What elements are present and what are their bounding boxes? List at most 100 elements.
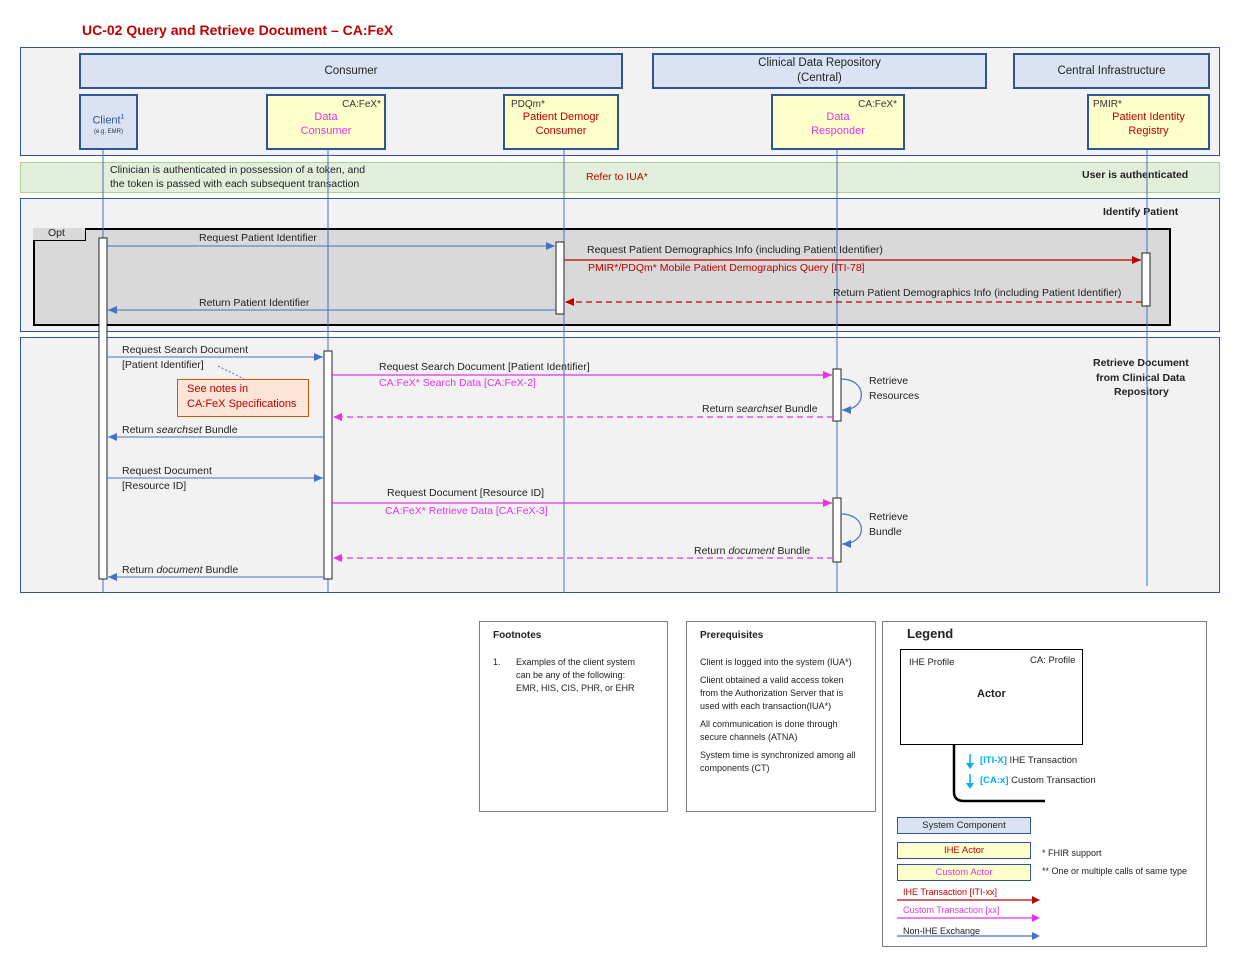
spec-note-line2: CA:FeX Specifications	[187, 398, 297, 410]
msg-request-search-document: Request Search Document	[122, 344, 249, 356]
legend-ihe-tx-label: IHE Transaction	[1006, 755, 1078, 766]
actor-client-sub: (e.g. EMR)	[93, 128, 123, 135]
footnotes-title: Footnotes	[493, 630, 542, 641]
prereq-3a: All communication is done through	[700, 719, 838, 729]
self-arrow-retrieve-bundle	[840, 513, 862, 548]
actor-data-responder: CA:FeX* Data Responder	[771, 94, 905, 150]
self-label-retrieve-bundle-1: Retrieve	[869, 511, 909, 523]
opt-tab: Opt	[33, 227, 86, 241]
prerequisites-box	[686, 621, 876, 812]
system-central-infrastructure: Central Infrastructure	[1013, 53, 1210, 89]
activation-client	[98, 237, 108, 580]
actor-patient-identity-registry: PMIR* Patient Identity Registry	[1087, 94, 1210, 150]
prereq-4a: System time is synchronized among all	[700, 750, 856, 760]
msg-search-document-responder: Request Search Document [Patient Identif…	[379, 361, 590, 373]
msg-cafex-3: CA:FeX* Retrieve Data [CA:FeX-3]	[385, 505, 548, 517]
msg-request-document-param: [Resource ID]	[122, 480, 187, 492]
footnote-number: 1.	[493, 657, 501, 667]
msg-return-document-responder-pre: Return	[694, 545, 729, 557]
actor-data-responder-line1: Data	[826, 111, 850, 123]
activation-responder-2	[832, 497, 842, 563]
msg-request-patient-identifier: Request Patient Identifier	[199, 232, 317, 244]
prerequisites-title: Prerequisites	[700, 630, 764, 641]
msg-return-document-client-pre: Return	[122, 564, 157, 576]
footnotes-box	[479, 621, 668, 812]
system-consumer: Consumer	[79, 53, 623, 89]
activation-data-consumer	[323, 350, 333, 580]
msg-return-searchset-client-pre: Return	[122, 424, 157, 436]
opt-label: Opt	[48, 227, 65, 239]
actor-data-consumer-line1: Data	[314, 111, 338, 123]
identify-title: Identify Patient	[1103, 206, 1179, 218]
msg-request-document-responder: Request Document [Resource ID]	[387, 487, 544, 499]
legend-arrows	[897, 896, 1040, 940]
spec-note	[177, 379, 309, 417]
legend-actor: Actor	[977, 688, 1006, 700]
legend-system-component: System Component	[897, 817, 1031, 834]
actor-data-responder-line2: Responder	[811, 125, 865, 137]
actor-pmir-line2: Registry	[1128, 125, 1169, 137]
msg-request-search-document-param: [Patient Identifier]	[122, 359, 204, 371]
sequence-diagram-svg	[98, 150, 1151, 593]
legend-non-ihe: Non-IHE Exchange	[903, 926, 981, 936]
prereq-1: Client is logged into the system (IUA*)	[700, 657, 852, 667]
legend-custom-tx-code: [CA:x]	[980, 775, 1009, 786]
retrieve-title-2: from Clinical Data	[1096, 372, 1186, 384]
msg-return-document-responder-post: Bundle	[774, 545, 811, 557]
legend-title: Legend	[907, 626, 954, 641]
actor-pmir-tag: PMIR*	[1093, 99, 1122, 110]
actor-client-sup: 1	[120, 114, 125, 121]
actor-data-consumer: CA:FeX* Data Consumer	[266, 94, 386, 150]
activation-pmir	[1141, 252, 1151, 307]
page-title: UC-02 Query and Retrieve Document – CA:F…	[82, 22, 394, 38]
msg-return-document-responder: Return document Bundle	[694, 545, 810, 558]
msg-return-document-client-em: document	[156, 564, 203, 576]
retrieve-title-3: Repository	[1114, 386, 1169, 398]
auth-text-2: the token is passed with each subsequent…	[110, 178, 360, 190]
footnote-line-2: can be any of the following:	[516, 670, 626, 680]
actor-data-consumer-tag: CA:FeX*	[342, 99, 381, 110]
self-arrow-retrieve-resources	[840, 378, 862, 414]
activation-responder-1	[832, 368, 842, 422]
legend-ihe-profile: IHE Profile	[909, 657, 955, 668]
self-label-retrieve-resources-2: Resources	[869, 390, 920, 402]
footnote-line-1: Examples of the client system	[516, 657, 636, 667]
actor-client: Client1 (e.g. EMR)	[79, 94, 138, 150]
footnote-line-3: EMR, HIS, CIS, PHR, or EHR	[516, 683, 635, 693]
msg-iti-78: PMIR*/PDQm* Mobile Patient Demographics …	[588, 262, 865, 274]
self-label-retrieve-bundle-2: Bundle	[869, 526, 902, 538]
actor-client-name: Client	[92, 114, 121, 127]
msg-return-demographics: Return Patient Demographics Info (includ…	[833, 287, 1122, 299]
msg-cafex-2: CA:FeX* Search Data [CA:FeX-2]	[379, 377, 536, 389]
msg-return-document-client-post: Bundle	[202, 564, 239, 576]
legend-custom-tx: [CA:x] Custom Transaction	[980, 774, 1096, 787]
msg-return-searchset-client-post: Bundle	[201, 424, 238, 436]
legend-multi-note: ** One or multiple calls of same type	[1042, 866, 1188, 876]
legend-ihe-actor-label: IHE Actor	[943, 845, 985, 856]
actor-pdqm-line1: Patient Demogr	[522, 111, 600, 123]
note-connector	[217, 365, 245, 380]
system-cdr-label-1: Clinical Data Repository	[758, 57, 881, 69]
legend-fhir-note: * FHIR support	[1042, 848, 1102, 858]
actor-data-consumer-line2: Consumer	[300, 125, 352, 137]
msg-return-patient-identifier: Return Patient Identifier	[199, 297, 310, 309]
msg-return-searchset-client: Return searchset Bundle	[122, 424, 238, 437]
legend-custom-actor: Custom Actor	[897, 864, 1031, 881]
legend-custom-tx-label: Custom Transaction	[1008, 775, 1096, 786]
legend-ihe-actor: IHE Actor	[897, 842, 1031, 859]
legend-actor-box	[900, 649, 1083, 745]
legend-ihe-tx-code: [ITI-X]	[980, 755, 1007, 766]
msg-return-document-responder-em: document	[728, 545, 775, 557]
prereq-2b: from the Authorization Server that is	[700, 688, 844, 698]
legend-ihe-tx: [ITI-X] IHE Transaction	[980, 754, 1077, 767]
auth-text-1: Clinician is authenticated in possession…	[110, 164, 366, 176]
retrieve-title-1: Retrieve Document	[1093, 357, 1189, 369]
legend-ihe-transaction: IHE Transaction [ITI-xx]	[903, 887, 998, 897]
system-consumer-label: Consumer	[324, 64, 378, 77]
msg-return-document-client: Return document Bundle	[122, 564, 238, 577]
auth-status: User is authenticated	[1082, 169, 1189, 181]
prereq-2c: used with each transaction(IUA*)	[700, 701, 832, 711]
legend-system-component-label: System Component	[922, 820, 1006, 831]
actor-pdqm-consumer: PDQm* Patient Demogr Consumer	[503, 94, 619, 150]
actor-data-responder-tag: CA:FeX*	[858, 99, 897, 110]
